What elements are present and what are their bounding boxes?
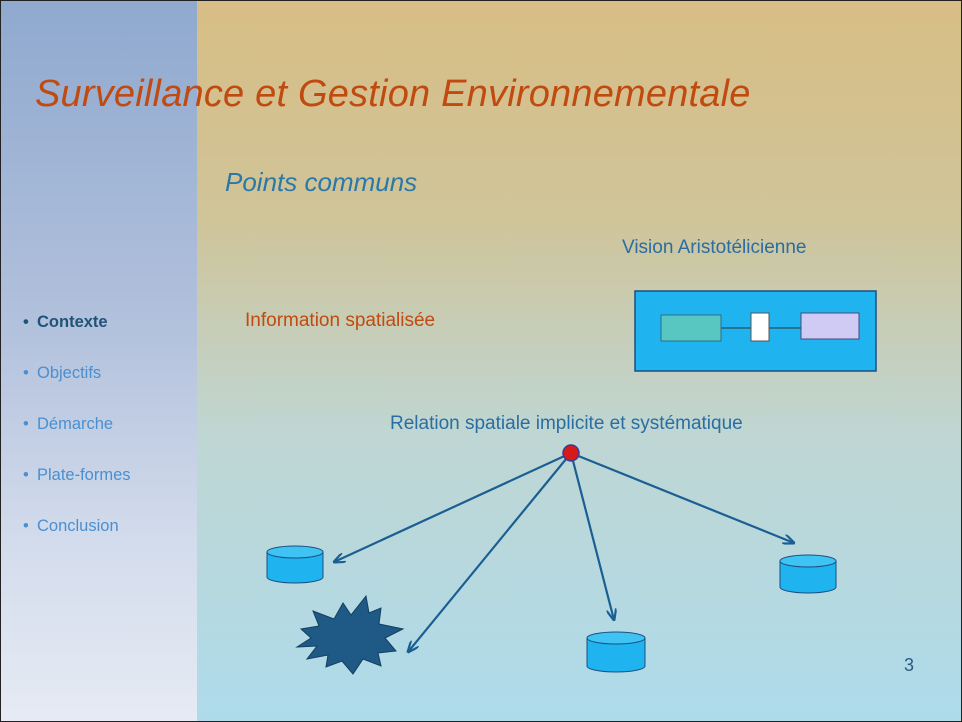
bullet-icon: •	[23, 364, 29, 382]
arrows	[334, 451, 794, 652]
bullet-icon: •	[23, 415, 29, 433]
arrow	[334, 452, 572, 562]
entity-box-right	[800, 312, 860, 340]
database-icon	[779, 554, 837, 594]
nav-item-label: Contexte	[37, 313, 108, 331]
node-icon	[562, 444, 580, 462]
slide-subtitle: Points communs	[225, 167, 418, 197]
vision-label: Vision Aristotélicienne	[622, 237, 807, 258]
nav-item-label: Plate-formes	[37, 466, 131, 484]
page-number: 3	[904, 655, 915, 675]
aristotelian-diagram	[634, 290, 877, 372]
arrow	[408, 452, 572, 652]
entity-box-left	[660, 314, 722, 342]
nav-item-demarche[interactable]: • Démarche	[23, 415, 131, 466]
nav-item-conclusion[interactable]: • Conclusion	[23, 517, 131, 568]
nav-item-label: Démarche	[37, 415, 114, 433]
database-icon	[266, 545, 324, 584]
nav-item-contexte[interactable]: • Contexte	[23, 313, 131, 364]
bullet-icon: •	[23, 466, 29, 484]
nav-item-objectifs[interactable]: • Objectifs	[23, 364, 131, 415]
left-band	[1, 1, 197, 721]
nav-list: • Contexte • Objectifs • Démarche • Plate-fo…	[23, 313, 131, 568]
bullet-icon: •	[23, 313, 29, 331]
bullet-icon: •	[23, 517, 29, 535]
information-label: Information spatialisée	[245, 310, 436, 331]
slide-title: Surveillance et Gestion Environnementale	[35, 73, 751, 115]
nav-item-plate-formes[interactable]: • Plate-formes	[23, 466, 131, 517]
explosion-icon	[295, 594, 405, 675]
arrow	[570, 451, 794, 543]
database-icon	[586, 631, 646, 673]
nav-item-label: Conclusion	[37, 517, 119, 535]
relation-box	[750, 312, 770, 342]
relation-label: Relation spatiale implicite et systémati…	[390, 413, 743, 434]
arrow	[569, 452, 614, 620]
nav-item-label: Objectifs	[37, 364, 102, 382]
